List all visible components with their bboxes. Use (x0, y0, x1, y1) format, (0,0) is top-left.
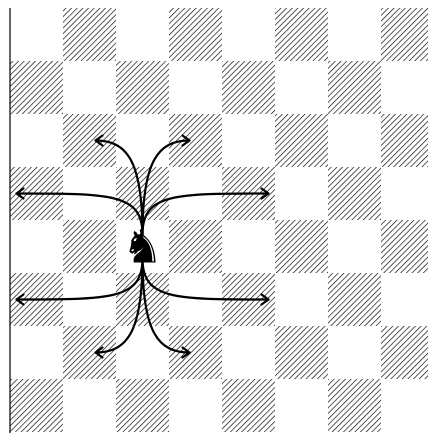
arrow-head-icon (181, 346, 191, 359)
light-square[interactable] (10, 114, 63, 167)
dark-square[interactable] (116, 379, 169, 432)
light-square[interactable] (63, 379, 116, 432)
light-square[interactable] (10, 326, 63, 379)
knight-move-arrow (15, 192, 144, 236)
dark-square[interactable] (63, 220, 116, 273)
dark-square[interactable] (169, 220, 222, 273)
knight-move-arrow (141, 192, 270, 236)
light-square[interactable] (328, 8, 381, 61)
arrow-head-icon (94, 346, 104, 359)
dark-square[interactable] (63, 114, 116, 167)
dark-square[interactable] (222, 379, 275, 432)
dark-square[interactable] (169, 114, 222, 167)
light-square[interactable] (169, 61, 222, 114)
knight-move-arrow (141, 257, 191, 354)
knight-move-arrows (15, 134, 270, 359)
light-square[interactable] (381, 379, 428, 432)
light-square[interactable] (10, 8, 63, 61)
light-square[interactable] (169, 379, 222, 432)
dark-square[interactable] (328, 273, 381, 326)
arrow-head-icon (15, 293, 25, 306)
light-square[interactable] (222, 8, 275, 61)
board-squares (10, 8, 428, 432)
light-square[interactable] (10, 220, 63, 273)
arrow-head-icon (260, 293, 270, 306)
dark-square[interactable] (328, 61, 381, 114)
knight-move-arrow (94, 139, 144, 236)
light-square[interactable] (275, 379, 328, 432)
knight-move-arrow (141, 257, 270, 301)
light-square[interactable] (116, 8, 169, 61)
light-square[interactable] (275, 273, 328, 326)
arrow-head-icon (94, 134, 104, 147)
light-square[interactable] (116, 326, 169, 379)
black-knight-piece[interactable]: ♞ (122, 220, 163, 274)
dark-square[interactable] (116, 61, 169, 114)
light-square[interactable] (381, 61, 428, 114)
dark-square[interactable] (275, 114, 328, 167)
dark-square[interactable] (169, 326, 222, 379)
arrow-head-icon (260, 187, 270, 200)
dark-square[interactable] (10, 379, 63, 432)
light-square[interactable] (328, 326, 381, 379)
dark-square[interactable] (10, 61, 63, 114)
dark-square[interactable] (275, 220, 328, 273)
light-square[interactable] (381, 273, 428, 326)
dark-square[interactable] (328, 379, 381, 432)
knight-move-arrow (141, 139, 191, 236)
dark-square[interactable] (328, 167, 381, 220)
dark-square[interactable] (381, 114, 428, 167)
light-square[interactable] (275, 61, 328, 114)
light-square[interactable] (381, 167, 428, 220)
light-square[interactable] (116, 114, 169, 167)
dark-square[interactable] (169, 8, 222, 61)
dark-square[interactable] (222, 61, 275, 114)
light-square[interactable] (222, 220, 275, 273)
arrow-head-icon (181, 134, 191, 147)
dark-square[interactable] (381, 8, 428, 61)
light-square[interactable] (222, 114, 275, 167)
knight-move-arrow (94, 257, 144, 354)
dark-square[interactable] (381, 326, 428, 379)
arrow-head-icon (15, 187, 25, 200)
dark-square[interactable] (381, 220, 428, 273)
knight-move-arrow (15, 257, 144, 301)
light-square[interactable] (275, 167, 328, 220)
light-square[interactable] (222, 326, 275, 379)
dark-square[interactable] (63, 8, 116, 61)
light-square[interactable] (328, 114, 381, 167)
dark-square[interactable] (275, 8, 328, 61)
dark-square[interactable] (63, 326, 116, 379)
light-square[interactable] (328, 220, 381, 273)
light-square[interactable] (63, 61, 116, 114)
dark-square[interactable] (275, 326, 328, 379)
